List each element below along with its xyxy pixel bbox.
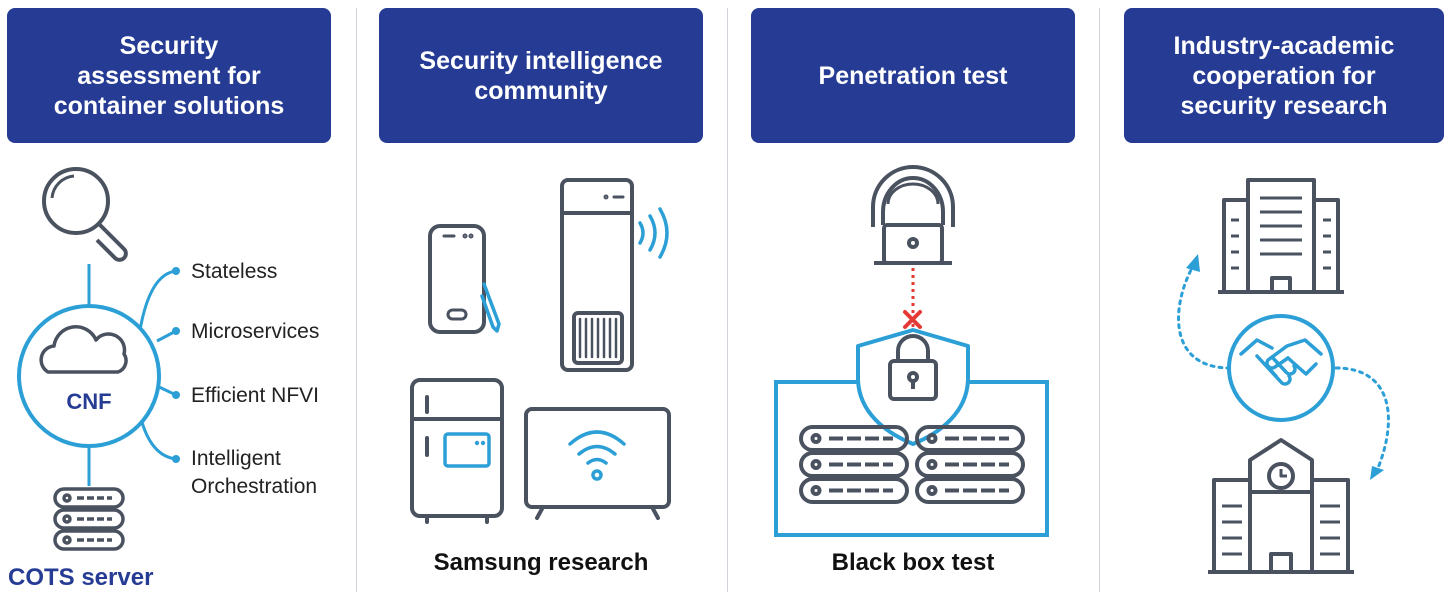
panel-header: Security intelligence community	[379, 8, 703, 143]
server-stack-icon	[53, 487, 125, 551]
hacker-icon	[871, 165, 955, 265]
panel-caption: Samsung research	[433, 549, 649, 576]
smart-tv-icon	[524, 407, 671, 520]
blocked-mark-icon	[903, 310, 922, 329]
cooperation-illustration	[1177, 178, 1390, 574]
feature-label: Efficient NFVI	[191, 384, 319, 407]
shield-lock-icon	[856, 328, 970, 446]
pentest-illustration	[774, 165, 1049, 537]
air-purifier-icon	[560, 178, 669, 372]
feature-label: Intelligent Orchestration	[191, 447, 318, 498]
smartphone-with-pen-icon	[428, 224, 501, 334]
feature-label: Stateless	[191, 260, 278, 283]
panel-header: Security assessment for container soluti…	[7, 8, 331, 143]
panel-divider	[1099, 8, 1100, 592]
magnifier-icon	[42, 167, 128, 262]
cloud-icon	[39, 325, 128, 374]
cnf-label: CNF	[66, 389, 112, 414]
panel-header: Industry-academic cooperation for securi…	[1124, 8, 1444, 143]
feature-label: Microservices	[191, 320, 320, 343]
panel-title: Security assessment for container soluti…	[53, 31, 285, 120]
server-rack-icon	[799, 425, 1025, 504]
panel-caption: Black box test	[831, 549, 995, 576]
panel-caption: COTS server	[8, 564, 154, 591]
panel-header: Penetration test	[751, 8, 1075, 143]
devices-illustration	[410, 178, 671, 524]
cnf-diagram	[17, 167, 180, 551]
office-building-icon	[1218, 178, 1344, 294]
panel-title: Industry-academic cooperation for securi…	[1173, 31, 1395, 120]
handshake-icon	[1239, 338, 1323, 386]
refrigerator-icon	[410, 378, 504, 524]
university-building-icon	[1208, 438, 1354, 574]
panel-title: Penetration test	[818, 61, 1008, 90]
panel-divider	[727, 8, 728, 592]
panel-divider	[356, 8, 357, 592]
panel-title: Security intelligence community	[419, 46, 663, 105]
